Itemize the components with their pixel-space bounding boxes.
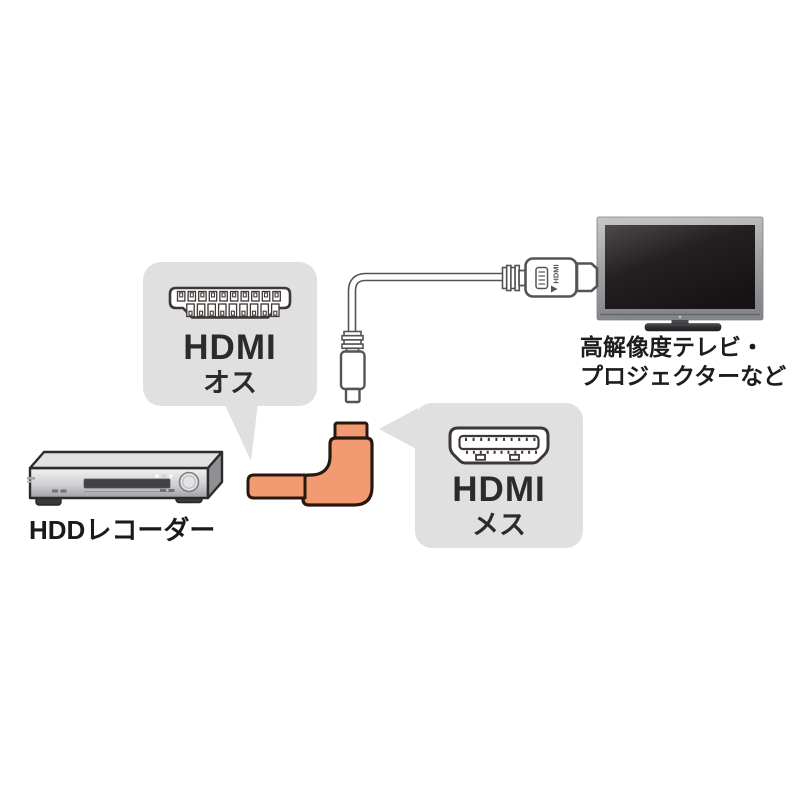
hdmi-male-connector-icon [168, 286, 292, 319]
cable-plug-adapter-side [339, 330, 366, 404]
plug-metal-tip [344, 387, 361, 404]
tv-screen [605, 225, 755, 309]
callout-female-subtitle: メス [472, 510, 526, 540]
tv-illustration [596, 216, 764, 332]
l-shaped-hdmi-adapter-illustration [246, 421, 374, 507]
plug-body [339, 350, 366, 391]
cable-cord [347, 272, 505, 333]
hdmi-cable-illustration: HDMI [339, 257, 599, 404]
tv-caption: 高解像度テレビ・ プロジェクターなど [580, 333, 786, 390]
hdd-recorder-illustration [27, 450, 224, 506]
tv-caption-line1: 高解像度テレビ・ [580, 334, 764, 360]
callout-tail-male [224, 403, 258, 461]
indicator-light [162, 474, 166, 478]
tv-caption-line2: プロジェクターなど [580, 362, 787, 389]
callout-male-title: HDMI [183, 328, 277, 367]
plug-metal-tip [575, 262, 599, 293]
adapter-male-plug [246, 473, 307, 500]
recorder-side-panel [206, 450, 224, 500]
callout-tail-female [379, 408, 418, 450]
direction-arrow-icon [551, 285, 558, 293]
female-pin-ticks-bottom [466, 450, 537, 454]
female-notch [475, 453, 486, 461]
callout-female-label: HDMI メス [415, 471, 583, 542]
disc-tray [83, 478, 171, 489]
adapter-elbow-body [301, 436, 374, 507]
indicator-light [169, 474, 173, 478]
recorder-top-panel [28, 450, 224, 470]
callout-male-subtitle: オス [203, 368, 257, 398]
vent-slots [52, 489, 175, 493]
tv-stand [644, 320, 722, 332]
cable-plug-tv-side: HDMI [501, 257, 599, 298]
recorder-caption: HDDレコーダー [29, 515, 216, 545]
indicator-light [155, 474, 159, 478]
male-pin-row-bottom [186, 303, 280, 318]
plug-hdmi-label: HDMI [552, 264, 561, 283]
callout-female-title: HDMI [452, 470, 546, 509]
female-pin-ticks-top [465, 437, 536, 441]
certification-label [535, 266, 549, 290]
hdmi-female-connector-icon [448, 426, 550, 465]
female-notch [509, 453, 520, 461]
callout-male-label: HDMI オス [143, 329, 317, 400]
